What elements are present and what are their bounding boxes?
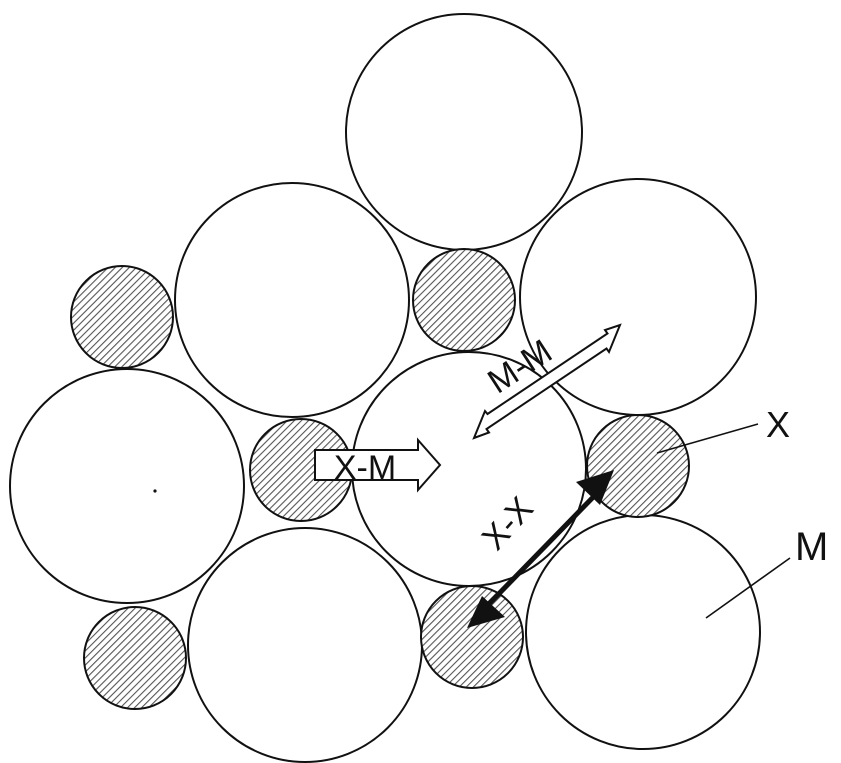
xx-arrow-head-lower [467,596,505,628]
m-sphere-lower-right [525,514,761,750]
x-sphere-top-center [412,248,516,352]
m-sphere-left [9,368,245,604]
xm-arrow [314,437,442,493]
x-sphere-lower-left [83,606,187,710]
x-leader-line [656,423,759,454]
x-sphere-right [586,414,690,518]
m-ion-label: M [795,525,828,569]
m-sphere-lower-left [187,527,423,763]
x-ion-label: X [766,404,790,445]
m-sphere-upper-left [174,182,410,418]
x-sphere-lower-center [420,585,524,689]
m-sphere-top [345,13,583,251]
m-leader-line [705,557,791,619]
xx-arrow-shaft [482,484,606,611]
xx-arrow-head-upper [576,470,614,505]
center-dot [153,489,157,493]
x-sphere-upper-left [70,265,174,369]
mm-double-arrow [472,323,622,440]
xm-contact-label: X-M [334,449,396,487]
